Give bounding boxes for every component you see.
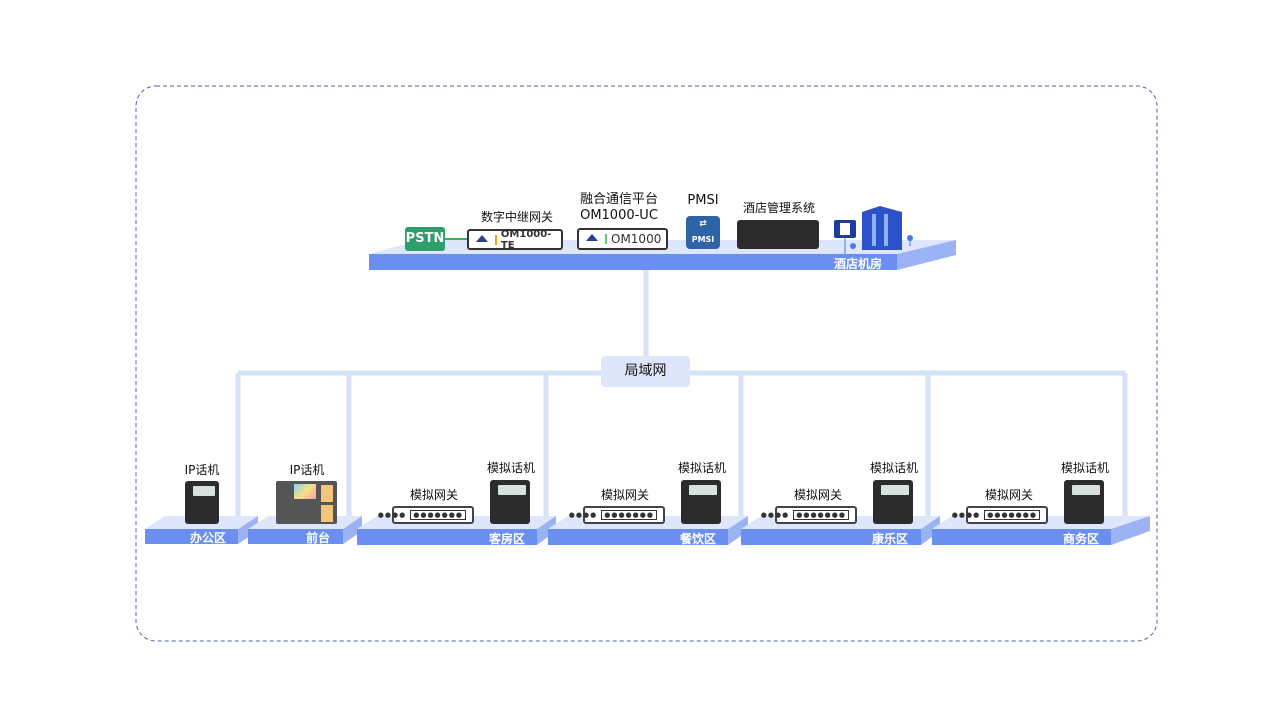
analog-phone-device [873,480,913,524]
platform-model: OM1000 [611,232,662,246]
trunk-gateway-model: OM1000-TE [500,228,552,251]
hms-title: 酒店管理系统 [742,201,816,215]
analog-phone-device [1064,480,1104,524]
hms-server-device [737,220,819,249]
analog-gateway-label: 模拟网关 [409,488,459,502]
platform-subtitle: OM1000-UC [580,208,658,223]
analog-gateway-device: ●●●●●●●●●●● [952,506,1048,524]
analog-gateway-device: ●●●●●●●●●●● [569,506,665,524]
trunk-gateway-device: OM1000-TE [467,228,563,251]
zone-label-dining: 餐饮区 [680,532,717,546]
analog-gateway-label: 模拟网关 [984,488,1034,502]
pmsi-device: ⇄ PMSI [686,216,720,249]
zone-label-front-desk: 前台 [306,531,331,545]
analog-gateway-device: ●●●●●●●●●●● [761,506,857,524]
analog-phone-label: 模拟话机 [1060,461,1110,475]
zone-label-office: 办公区 [190,531,227,545]
analog-phone-label: 模拟话机 [869,461,919,475]
analog-gateway-label: 模拟网关 [600,488,650,502]
analog-gateway-device: ●●●●●●●●●●● [378,506,474,524]
zone-label-guest-rooms: 客房区 [489,532,526,546]
platform-name: 融合通信平台 [579,192,659,207]
ip-phone-device [276,481,337,524]
pmsi-title: PMSI [687,193,719,208]
server-room-zone-label: 酒店机房 [834,257,883,271]
ip-phone-device [185,481,219,524]
arrows-icon: ⇄ [699,219,707,229]
analog-phone-label: 模拟话机 [486,461,536,475]
ip-phone-label: IP话机 [184,463,220,477]
pstn-badge: PSTN [405,227,445,251]
lan-box: 局域网 [601,356,690,387]
analog-phone-label: 模拟话机 [677,461,727,475]
zone-label-business: 商务区 [1063,532,1100,546]
analog-phone-device [681,480,721,524]
dashed-border [135,85,1158,642]
ip-phone-label: IP话机 [289,463,325,477]
hotel-building-icon [834,206,913,254]
pmsi-label: PMSI [691,235,715,244]
analog-phone-device [490,480,530,524]
trunk-gateway-title: 数字中继网关 [480,210,554,224]
analog-gateway-label: 模拟网关 [793,488,843,502]
platform-device: OM1000 [577,228,668,250]
zone-label-recreation: 康乐区 [872,532,909,546]
